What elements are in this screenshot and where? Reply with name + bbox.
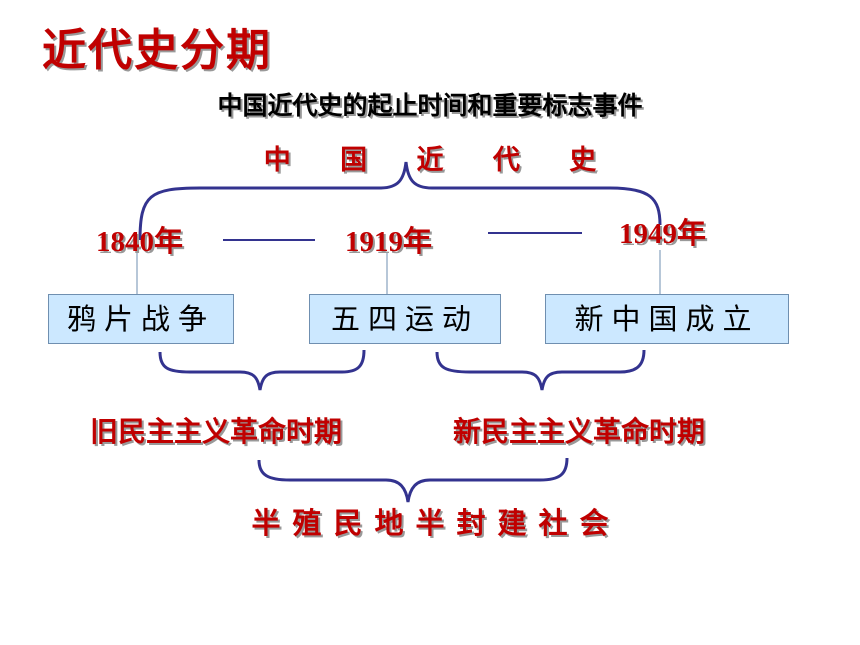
subtitle: 中国近代史的起止时间和重要标志事件: [217, 91, 643, 120]
society-label: 半殖民地半封建社会: [251, 506, 621, 540]
event-box-may-fourth: 五四运动: [309, 294, 501, 344]
brace-society: [257, 457, 569, 503]
event-box-new-china: 新中国成立: [545, 294, 789, 344]
event-box-opium-war: 鸦片战争: [48, 294, 234, 344]
brace-new-democratic: [435, 349, 646, 391]
period-new-democratic: 新民主主义革命时期: [453, 415, 706, 448]
brace-old-democratic: [158, 349, 366, 391]
year-1919: 1919年: [345, 226, 433, 258]
page-title: 近代史分期: [42, 25, 272, 76]
top-brace: [138, 161, 662, 241]
year-1949: 1949年: [619, 218, 707, 250]
year-1840: 1840年: [96, 226, 184, 258]
period-old-democratic: 旧民主主义革命时期: [90, 415, 343, 448]
heading-modern-history: 中 国 近 代 史: [263, 145, 617, 176]
